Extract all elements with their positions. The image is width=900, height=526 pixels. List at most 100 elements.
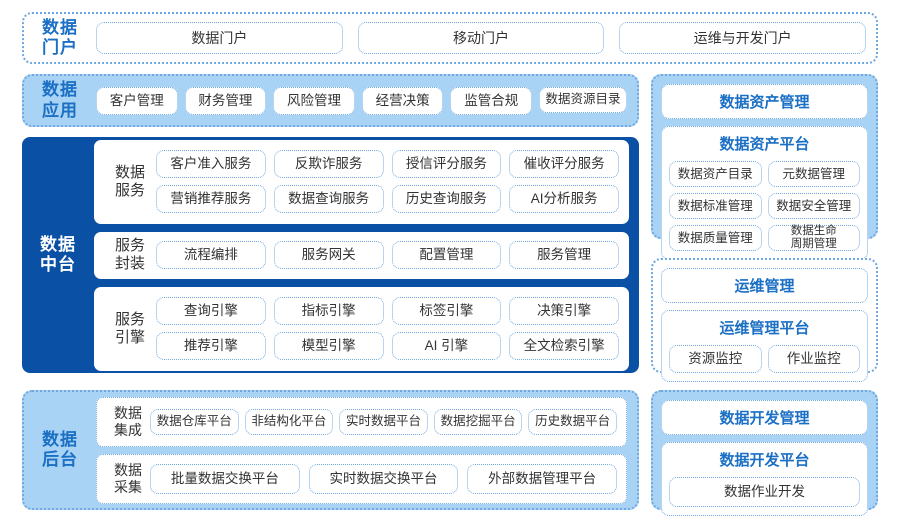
asset-item-data-asset-catalog[interactable]: 数据资产目录 bbox=[669, 161, 762, 187]
application-body: 客户管理 财务管理 风险管理 经营决策 监管合规 数据资源目录 bbox=[96, 86, 628, 115]
encapsulation-item-config-management[interactable]: 配置管理 bbox=[391, 241, 502, 269]
data-service-row-1: 客户准入服务 反欺诈服务 授信评分服务 催收评分服务 bbox=[156, 150, 619, 178]
panel-data-development-management: 数据开发管理 数据开发平台 数据作业开发 bbox=[651, 390, 878, 516]
middle-group-label-service-encapsulation: 服务 封装 bbox=[104, 237, 156, 273]
data-service-row-2: 营销推荐服务 数据查询服务 历史查询服务 AI分析服务 bbox=[156, 185, 619, 213]
portal-body: 数据门户 移动门户 运维与开发门户 bbox=[96, 22, 867, 54]
layer-label-data-application: 数据 应用 bbox=[24, 80, 96, 120]
layer-label-line2: 门户 bbox=[42, 38, 78, 57]
asset-item-data-standard-management[interactable]: 数据标准管理 bbox=[669, 193, 762, 219]
collection-item-external-data-mgmt[interactable]: 外部数据管理平台 bbox=[467, 463, 618, 494]
data-integration-rows: 数据仓库平台 非结构化平台 实时数据平台 数据挖掘平台 历史数据平台 bbox=[150, 408, 617, 435]
panel-ops-management: 运维管理 运维管理平台 资源监控 作业监控 bbox=[651, 258, 878, 382]
ops-management-header: 运维管理 bbox=[661, 268, 868, 303]
engine-item-metric[interactable]: 指标引擎 bbox=[273, 297, 384, 325]
layer-label-data-middle-platform: 数据 中台 bbox=[22, 235, 94, 275]
service-item-data-query[interactable]: 数据查询服务 bbox=[273, 185, 384, 213]
panel-data-asset-management: 数据资产管理 数据资产平台 数据资产目录 元数据管理 数据标准管理 数据安全管理… bbox=[651, 74, 878, 260]
layer-label-line1: 数据 bbox=[42, 429, 78, 449]
application-item-customer-mgmt[interactable]: 客户管理 bbox=[96, 86, 178, 115]
service-item-customer-admission[interactable]: 客户准入服务 bbox=[156, 150, 266, 178]
layer-label-line1: 数据 bbox=[42, 80, 78, 100]
service-item-marketing-recommendation[interactable]: 营销推荐服务 bbox=[156, 185, 266, 213]
backend-group-data-collection: 数据 采集 批量数据交换平台 实时数据交换平台 外部数据管理平台 bbox=[96, 453, 627, 504]
data-asset-platform-title: 数据资产平台 bbox=[719, 136, 810, 153]
group-label-line1: 服务 bbox=[114, 310, 145, 328]
layer-label-line2: 后台 bbox=[42, 450, 78, 469]
engine-item-recommendation[interactable]: 推荐引擎 bbox=[156, 332, 266, 360]
service-item-anti-fraud[interactable]: 反欺诈服务 bbox=[273, 150, 384, 178]
collection-item-batch-data-exchange[interactable]: 批量数据交换平台 bbox=[150, 463, 300, 494]
data-collection-rows: 批量数据交换平台 实时数据交换平台 外部数据管理平台 bbox=[150, 463, 618, 494]
service-engine-rows: 查询引擎 指标引擎 标签引擎 决策引擎 推荐引擎 模型引擎 AI 引擎 全文检索… bbox=[156, 297, 619, 360]
encapsulation-item-process-orchestration[interactable]: 流程编排 bbox=[156, 241, 266, 269]
encapsulation-item-service-gateway[interactable]: 服务网关 bbox=[273, 241, 384, 269]
group-label-line1: 数据 bbox=[114, 163, 145, 181]
asset-item-data-quality-management[interactable]: 数据质量管理 bbox=[669, 225, 762, 251]
integration-item-history-data[interactable]: 历史数据平台 bbox=[528, 408, 617, 435]
integration-item-realtime-data[interactable]: 实时数据平台 bbox=[339, 408, 428, 435]
middle-group-data-service: 数据 服务 客户准入服务 反欺诈服务 授信评分服务 催收评分服务 营销推荐服务 … bbox=[94, 139, 629, 224]
service-encapsulation-rows: 流程编排 服务网关 配置管理 服务管理 bbox=[156, 241, 619, 269]
application-item-data-resource-catalog[interactable]: 数据资源目录 bbox=[539, 86, 628, 113]
engine-item-fulltext-search[interactable]: 全文检索引擎 bbox=[509, 332, 619, 360]
ops-management-platform-title: 运维管理平台 bbox=[719, 320, 810, 337]
layer-data-portal: 数据 门户 数据门户 移动门户 运维与开发门户 bbox=[22, 12, 878, 64]
application-item-finance-mgmt[interactable]: 财务管理 bbox=[184, 86, 267, 115]
data-asset-platform-box: 数据资产平台 数据资产目录 元数据管理 数据标准管理 数据安全管理 数据质量管理… bbox=[661, 126, 868, 260]
asset-item-lifecycle-line1: 数据生命 bbox=[790, 225, 837, 238]
backend-group-label-data-integration: 数据 集成 bbox=[106, 405, 150, 439]
layer-label-line2: 中台 bbox=[40, 255, 76, 274]
portal-item-ops-dev-portal[interactable]: 运维与开发门户 bbox=[619, 22, 867, 54]
group-label-line1: 数据 bbox=[114, 404, 142, 421]
group-label-line2: 封装 bbox=[114, 255, 145, 272]
ops-item-job-monitoring[interactable]: 作业监控 bbox=[767, 345, 860, 373]
layer-data-application: 数据 应用 客户管理 财务管理 风险管理 经营决策 监管合规 数据资源目录 bbox=[22, 74, 639, 127]
integration-item-data-mining[interactable]: 数据挖掘平台 bbox=[433, 408, 523, 435]
asset-item-lifecycle-line2: 周期管理 bbox=[790, 238, 837, 250]
service-item-collection-scoring[interactable]: 催收评分服务 bbox=[509, 150, 619, 178]
engine-item-decision[interactable]: 决策引擎 bbox=[509, 297, 619, 325]
application-item-risk-mgmt[interactable]: 风险管理 bbox=[273, 86, 355, 115]
service-engine-row-2: 推荐引擎 模型引擎 AI 引擎 全文检索引擎 bbox=[156, 332, 619, 360]
group-label-line2: 采集 bbox=[114, 478, 142, 495]
group-label-line2: 集成 bbox=[114, 421, 142, 438]
ops-item-resource-monitoring[interactable]: 资源监控 bbox=[669, 345, 762, 373]
service-item-credit-scoring[interactable]: 授信评分服务 bbox=[391, 150, 502, 178]
layer-data-backend: 数据 后台 数据 集成 数据仓库平台 非结构化平台 实时数据平台 数据挖掘平台 … bbox=[22, 390, 639, 510]
data-development-platform-title: 数据开发平台 bbox=[719, 452, 810, 469]
asset-item-metadata-management[interactable]: 元数据管理 bbox=[767, 161, 860, 187]
engine-item-ai[interactable]: AI 引擎 bbox=[391, 332, 502, 360]
layer-label-data-backend: 数据 后台 bbox=[24, 430, 96, 470]
group-label-line1: 数据 bbox=[114, 461, 142, 478]
data-development-management-header: 数据开发管理 bbox=[661, 400, 868, 435]
application-item-regulatory-compliance[interactable]: 监管合规 bbox=[450, 86, 533, 115]
middle-group-label-data-service: 数据 服务 bbox=[104, 164, 156, 200]
layer-label-line1: 数据 bbox=[40, 234, 76, 254]
engine-item-model[interactable]: 模型引擎 bbox=[273, 332, 384, 360]
service-item-history-query[interactable]: 历史查询服务 bbox=[391, 185, 502, 213]
data-asset-management-header: 数据资产管理 bbox=[661, 84, 868, 119]
service-item-ai-analysis[interactable]: AI分析服务 bbox=[509, 185, 619, 213]
backend-group-label-data-collection: 数据 采集 bbox=[106, 462, 150, 496]
engine-item-tag[interactable]: 标签引擎 bbox=[391, 297, 502, 325]
portal-item-data-portal[interactable]: 数据门户 bbox=[96, 22, 343, 54]
dev-item-data-job-development[interactable]: 数据作业开发 bbox=[669, 477, 860, 507]
asset-item-data-lifecycle-management[interactable]: 数据生命 周期管理 bbox=[767, 225, 860, 251]
group-label-line1: 服务 bbox=[114, 237, 145, 254]
integration-item-data-warehouse[interactable]: 数据仓库平台 bbox=[150, 408, 239, 435]
layer-data-middle-platform: 数据 中台 数据 服务 客户准入服务 反欺诈服务 授信评分服务 催收评分服务 bbox=[22, 137, 639, 373]
group-label-line2: 服务 bbox=[114, 181, 145, 199]
layer-label-data-portal: 数据 门户 bbox=[24, 18, 96, 58]
portal-chip-row: 数据门户 移动门户 运维与开发门户 bbox=[96, 22, 867, 54]
application-item-business-decision[interactable]: 经营决策 bbox=[361, 86, 444, 115]
middle-platform-body: 数据 服务 客户准入服务 反欺诈服务 授信评分服务 催收评分服务 营销推荐服务 … bbox=[94, 139, 629, 371]
engine-item-query[interactable]: 查询引擎 bbox=[156, 297, 266, 325]
encapsulation-item-service-management[interactable]: 服务管理 bbox=[509, 241, 619, 269]
integration-item-unstructured[interactable]: 非结构化平台 bbox=[244, 408, 334, 435]
service-engine-row-1: 查询引擎 指标引擎 标签引擎 决策引擎 bbox=[156, 297, 619, 325]
asset-item-data-security-management[interactable]: 数据安全管理 bbox=[767, 193, 860, 219]
dev-item-list: 数据作业开发 bbox=[669, 477, 860, 507]
portal-item-mobile-portal[interactable]: 移动门户 bbox=[357, 22, 605, 54]
collection-item-realtime-data-exchange[interactable]: 实时数据交换平台 bbox=[308, 463, 459, 494]
